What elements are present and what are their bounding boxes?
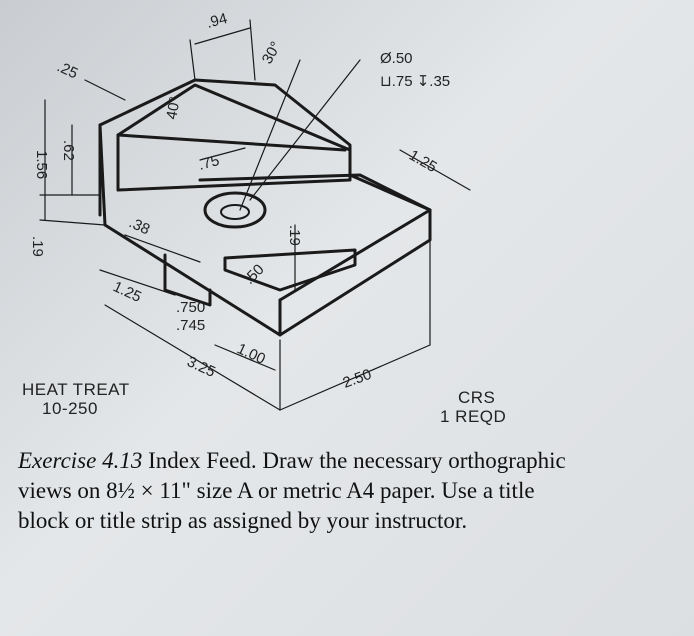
heat-treat-line-2: 10-250 (42, 399, 98, 418)
dim-094: .94 (205, 10, 230, 32)
dim-745: .745 (176, 317, 205, 334)
dim-hole-dia: Ø.50 (380, 50, 413, 67)
dim-750: .750 (176, 299, 205, 316)
part-outline (98, 78, 432, 337)
dim-025: .25 (54, 58, 80, 82)
exercise-label: Exercise 4.13 (18, 448, 143, 473)
heat-treat-line-1: HEAT TREAT (22, 380, 130, 399)
dim-counterbore: ⊔.75 ↧.35 (380, 73, 450, 90)
crs-note: CRS 1 REQD (440, 388, 506, 426)
dim-019-mid: .19 (286, 225, 303, 246)
exercise-text: Index Feed. Draw the necessary orthograp… (18, 448, 566, 533)
dim-40deg: 40° (163, 95, 184, 120)
crs-line-1: CRS (458, 388, 496, 407)
dim-250: 2.50 (341, 366, 374, 392)
counterbore-hole (203, 191, 267, 229)
dim-30deg: 30° (259, 39, 285, 67)
dim-100: 1.00 (234, 340, 268, 368)
dim-075: .75 (197, 152, 222, 174)
exercise-caption: Exercise 4.13 Index Feed. Draw the neces… (18, 446, 578, 536)
dim-038: .38 (126, 214, 152, 238)
heat-treat-note: HEAT TREAT 10-250 (22, 380, 130, 418)
dim-325: 3.25 (184, 353, 218, 381)
dim-156: 1.56 (33, 150, 50, 179)
dim-125-right: 1.25 (406, 147, 440, 176)
dim-019-left: .19 (29, 236, 46, 257)
dim-062: .62 (60, 140, 77, 161)
dimension-lines (39, 19, 471, 411)
crs-line-2: 1 REQD (440, 407, 507, 426)
isometric-drawing: .94 .25 30° Ø.50 ⊔.75 ↧.35 1.56 .62 40° … (29, 10, 471, 411)
